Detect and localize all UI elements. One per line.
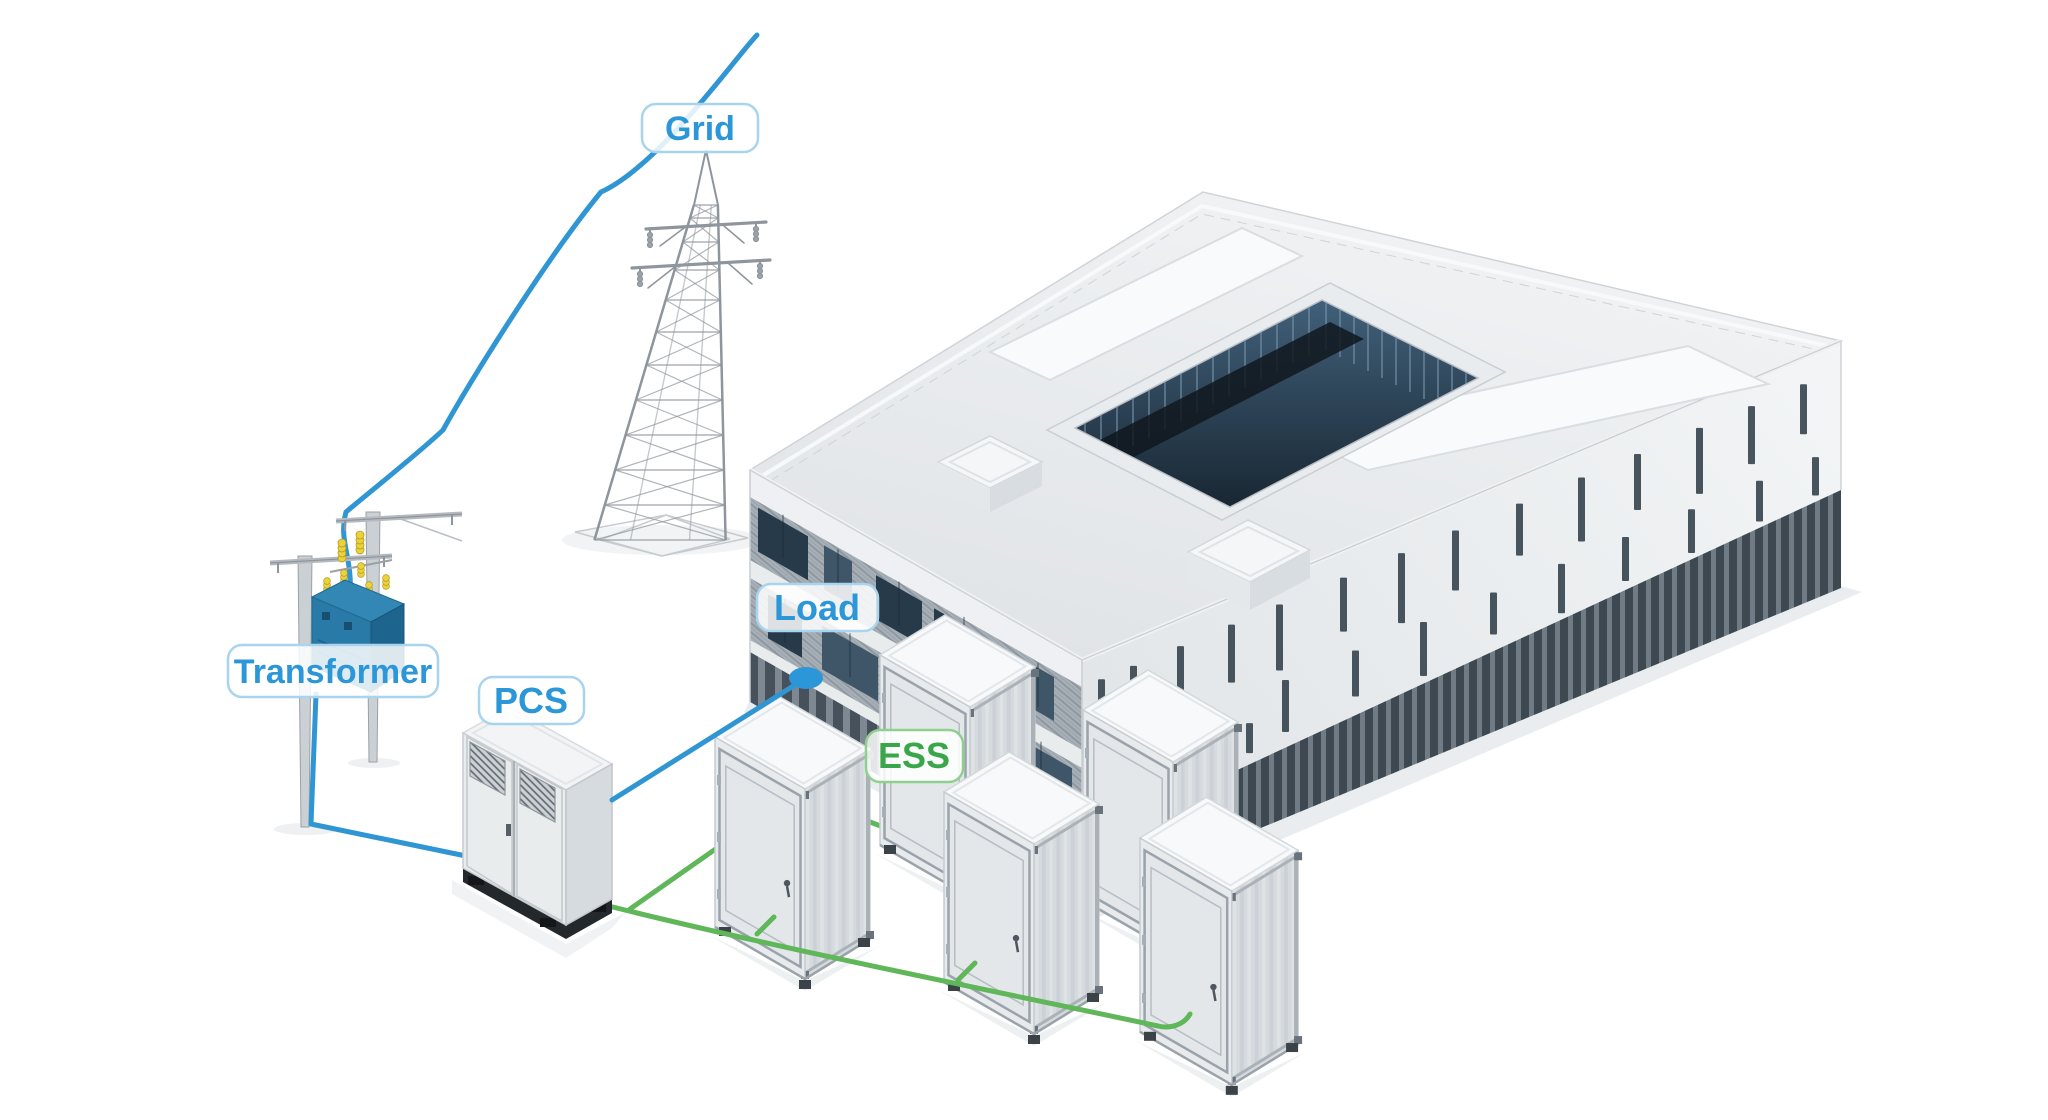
svg-text:Transformer: Transformer (234, 653, 432, 691)
grid-tower-icon (574, 149, 772, 557)
roof-atrium (1045, 282, 1507, 521)
svg-text:ESS: ESS (878, 735, 950, 776)
ess-container-icon (1134, 796, 1307, 1097)
svg-text:Grid: Grid (665, 110, 735, 148)
ess-dc-bus (582, 897, 1193, 1030)
pcs-to-load-line (609, 680, 801, 803)
load-label: Load (755, 582, 880, 633)
load-connection-node (789, 667, 823, 689)
ess-label: ESS (864, 728, 965, 784)
transformer-label: Transformer (226, 643, 440, 699)
svg-text:PCS: PCS (494, 680, 568, 721)
ess-container-icon (709, 696, 878, 991)
pcs-cabinet-icon (461, 680, 801, 939)
svg-text:Load: Load (774, 587, 860, 628)
roof-vent-box (1186, 519, 1312, 610)
ess-container-icon (938, 751, 1107, 1046)
transformer-to-pcs-line (308, 691, 469, 859)
grid-label: Grid (640, 102, 760, 154)
roof-vent-box (936, 435, 1044, 512)
pcs-label: PCS (477, 675, 586, 726)
